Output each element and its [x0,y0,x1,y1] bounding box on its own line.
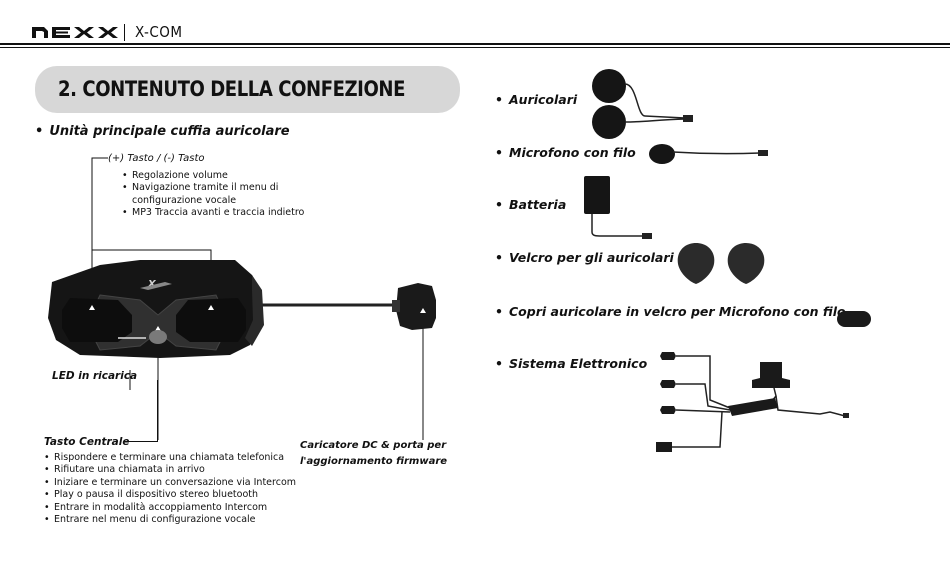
section-banner [35,66,460,113]
battery-image [584,176,652,239]
center-button-functions: Rispondere e terminare una chiamata tele… [44,452,296,527]
list-item: Rifiutare una chiamata in arrivo [44,464,296,477]
led-label: LED in ricarica [52,370,138,382]
volume-button-label: (+) Tasto / (-) Tasto [108,153,205,164]
header-rule-thin [0,47,950,48]
list-item: Iniziare e terminare un conversazione vi… [44,477,296,490]
plus-arrow-icon [208,305,214,310]
center-arrow-icon [155,326,161,331]
header-separator [124,24,125,41]
x-logo-mark: X [147,279,157,290]
center-button-label: Tasto Centrale [44,436,130,448]
list-item: Navigazione tramite il menu di [122,182,304,195]
main-unit-title: Unità principale cuffia auricolare [35,124,289,139]
list-item: MP3 Traccia avanti e traccia indietro [122,207,304,220]
contents-item-earphones: Auricolari [495,92,577,107]
center-button-leader [124,441,158,442]
center-button-leader-vertical [157,380,158,442]
list-item-continuation: configurazione vocale [132,194,237,206]
minus-button-pad [62,298,132,342]
plus-button-pad [176,298,246,342]
contents-item-earphone-velcro: Velcro per gli auricolari [495,250,674,265]
list-item: configurazione vocale [122,195,304,207]
contents-item-electronic-system: Sistema Elettronico [495,356,647,371]
wired-microphone-image [649,144,768,164]
model-name: X-COM [135,23,183,41]
earphones-image [592,69,693,139]
mic-velcro-cover-image [837,311,871,327]
leader-line [91,157,108,308]
list-item: Play o pausa il dispositivo stereo bluet… [44,489,296,502]
list-item: Regolazione volume [122,170,304,183]
section-title: 2. CONTENUTO DELLA CONFEZIONE [58,77,405,101]
charger-label-line1: Caricatore DC & porta per [300,440,447,451]
header-rule [0,43,950,45]
contents-item-wired-mic: Microfono con filo [495,145,636,160]
dc-arrow-icon [420,308,426,313]
dc-connector [396,283,436,330]
nexx-logo-graphic [32,27,118,38]
contents-item-mic-velcro-cover: Copri auricolare in velcro per Microfono… [495,304,846,319]
center-button [149,330,167,344]
brand-logo [32,24,122,43]
minus-arrow-icon [89,305,95,310]
headset-unit-illustration: X [48,157,436,440]
earphone-velcro-image [677,243,765,284]
list-item: Rispondere e terminare una chiamata tele… [44,452,296,465]
contents-item-battery: Batteria [495,197,566,212]
volume-button-functions: Regolazione volume Navigazione tramite i… [122,170,304,220]
charger-label: Caricatore DC & porta per l'aggiornament… [300,438,447,470]
list-item: Entrare in modalità accoppiamento Interc… [44,502,296,515]
list-item: Entrare nel menu di configurazione vocal… [44,514,296,527]
electronic-system-image [656,352,849,452]
charger-label-line2: l'aggiornamento firmware [300,456,448,467]
